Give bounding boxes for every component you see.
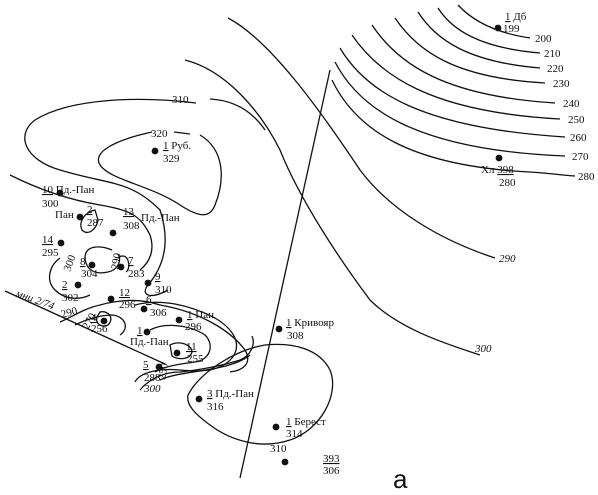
svg-text:13: 13 — [123, 206, 135, 218]
svg-text:10 Пд.-Пан: 10 Пд.-Пан — [42, 184, 95, 196]
svg-text:306: 306 — [323, 465, 340, 477]
profile-label: мни 2/74 — [13, 287, 56, 313]
svg-text:280: 280 — [499, 177, 516, 189]
svg-text:2: 2 — [87, 204, 93, 216]
svg-text:240: 240 — [563, 98, 580, 110]
svg-text:199: 199 — [503, 23, 520, 35]
svg-text:310: 310 — [155, 284, 172, 296]
svg-text:300: 300 — [62, 253, 79, 273]
svg-text:256: 256 — [91, 323, 108, 335]
svg-text:5: 5 — [143, 359, 149, 371]
svg-text:270: 270 — [572, 151, 589, 163]
svg-text:316: 316 — [207, 401, 224, 413]
figure-label: а — [393, 464, 408, 494]
svg-text:7: 7 — [128, 255, 134, 267]
fault-line — [239, 69, 331, 479]
eastern-isolines — [184, 4, 576, 356]
svg-text:283: 283 — [128, 268, 145, 280]
svg-text:329: 329 — [163, 153, 180, 165]
svg-text:6: 6 — [146, 294, 152, 306]
svg-text:306: 306 — [150, 307, 167, 319]
svg-text:9: 9 — [155, 271, 161, 283]
svg-text:1 Берест: 1 Берест — [286, 416, 326, 428]
svg-text:287: 287 — [87, 217, 104, 229]
svg-text:302: 302 — [62, 292, 79, 304]
western-isolines — [9, 98, 334, 445]
svg-text:250: 250 — [568, 114, 585, 126]
svg-text:Пд.-Пан: Пд.-Пан — [130, 336, 169, 348]
svg-text:290: 290 — [499, 253, 516, 265]
svg-text:310: 310 — [172, 94, 189, 106]
svg-text:12: 12 — [119, 287, 130, 299]
svg-text:220: 220 — [547, 63, 564, 75]
svg-text:4: 4 — [91, 312, 97, 324]
svg-text:8: 8 — [80, 256, 86, 268]
svg-text:290: 290 — [60, 305, 80, 321]
svg-text:304: 304 — [81, 268, 98, 280]
svg-text:230: 230 — [553, 78, 570, 90]
svg-text:14: 14 — [42, 234, 54, 246]
svg-text:280: 280 — [578, 171, 595, 183]
svg-text:1 Пан: 1 Пан — [187, 309, 214, 321]
svg-text:308: 308 — [123, 220, 140, 232]
svg-text:255: 255 — [187, 353, 204, 365]
svg-text:296: 296 — [119, 299, 136, 311]
svg-text:1: 1 — [137, 325, 143, 337]
svg-text:1 Дб: 1 Дб — [505, 11, 527, 23]
svg-text:Хл 398: Хл 398 — [481, 164, 514, 176]
svg-text:288: 288 — [144, 372, 161, 384]
svg-text:310: 310 — [270, 443, 287, 455]
svg-text:393: 393 — [323, 453, 340, 465]
svg-text:300: 300 — [143, 383, 161, 395]
svg-text:2: 2 — [62, 279, 68, 291]
svg-text:320: 320 — [151, 128, 168, 140]
svg-text:Пан: Пан — [55, 209, 74, 221]
svg-text:260: 260 — [570, 132, 587, 144]
svg-text:Пд.-Пан: Пд.-Пан — [141, 212, 180, 224]
svg-text:11: 11 — [186, 341, 197, 353]
svg-text:1 Кривояр: 1 Кривояр — [286, 317, 334, 329]
svg-text:314: 314 — [286, 428, 303, 440]
isoline-labels: 200 210 220 230 240 250 260 270 280 290 … — [60, 33, 595, 455]
svg-text:300: 300 — [42, 198, 59, 210]
profile-line — [4, 290, 166, 365]
svg-text:308: 308 — [287, 330, 304, 342]
svg-text:1 Руб.: 1 Руб. — [163, 140, 191, 152]
svg-text:210: 210 — [544, 48, 561, 60]
svg-text:296: 296 — [185, 321, 202, 333]
svg-text:300: 300 — [474, 343, 492, 355]
svg-text:200: 200 — [535, 33, 552, 45]
svg-text:295: 295 — [42, 247, 59, 259]
wells: 1 Дб 199 Хл 398 280 1 Руб. 329 10 Пд.-Па… — [42, 11, 527, 477]
svg-text:3 Пд.-Пан: 3 Пд.-Пан — [207, 388, 254, 400]
